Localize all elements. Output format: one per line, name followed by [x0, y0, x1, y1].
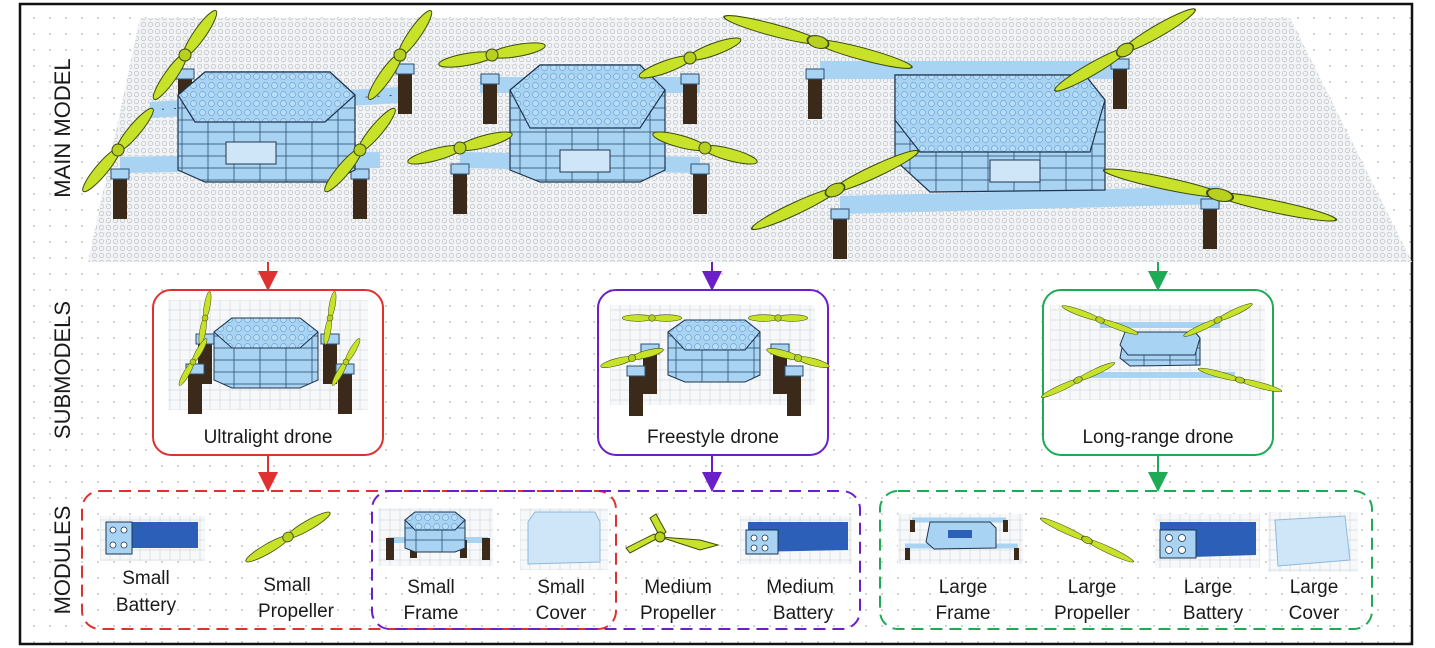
module-label-large-propeller-2: Propeller — [1054, 603, 1131, 624]
submodel-ultralight: Ultralight drone — [152, 289, 384, 456]
modules-group-freestyle — [371, 490, 861, 630]
modules-group-long-range — [879, 490, 1373, 630]
module-label-small-frame-2: Frame — [404, 603, 459, 624]
module-label-large-cover-2: Cover — [1289, 603, 1340, 624]
module-small-battery — [100, 516, 205, 561]
module-label-small-battery-1: Small — [122, 568, 170, 589]
module-label-medium-propeller-2: Propeller — [640, 603, 717, 624]
module-label-large-cover-1: Large — [1290, 577, 1339, 598]
submodel-freestyle: Freestyle drone — [597, 289, 831, 456]
module-large-battery — [1155, 514, 1260, 568]
module-small-frame — [378, 508, 493, 566]
module-large-frame — [898, 514, 1023, 564]
row-label-modules: MODULES — [50, 506, 75, 615]
module-label-small-propeller-1: Small — [263, 575, 311, 596]
row-label-main-model: MAIN MODEL — [50, 58, 75, 197]
module-label-large-battery-1: Large — [1184, 577, 1233, 598]
modules-group-ultralight — [81, 490, 617, 630]
module-label-small-battery-2: Battery — [116, 595, 177, 616]
module-label-medium-propeller-1: Medium — [644, 577, 712, 598]
module-label-small-cover-1: Small — [537, 577, 585, 598]
module-label-large-propeller-1: Large — [1068, 577, 1117, 598]
module-label-small-frame-1: Small — [407, 577, 455, 598]
module-medium-battery — [740, 516, 852, 564]
module-large-cover — [1268, 512, 1358, 572]
module-label-medium-battery-2: Battery — [773, 603, 834, 624]
module-label-large-frame-2: Frame — [936, 603, 991, 624]
submodel-label-ultralight: Ultralight drone — [204, 427, 333, 448]
module-label-large-frame-1: Large — [939, 577, 988, 598]
main-ultralight-drone — [78, 6, 437, 220]
module-label-small-propeller-2: Propeller — [258, 601, 335, 622]
submodel-label-long-range: Long-range drone — [1082, 427, 1233, 448]
submodel-label-freestyle: Freestyle drone — [647, 427, 779, 448]
submodel-long-range: Long-range drone — [1039, 289, 1283, 456]
module-medium-propeller — [625, 513, 720, 554]
module-label-large-battery-2: Battery — [1183, 603, 1244, 624]
module-label-small-cover-2: Cover — [536, 603, 587, 624]
main-freestyle-drone — [405, 33, 760, 215]
row-label-submodels: SUBMODELS — [50, 301, 75, 439]
module-small-cover — [520, 508, 608, 570]
main-long-range-drone — [721, 3, 1339, 260]
module-label-medium-battery-1: Medium — [766, 577, 834, 598]
